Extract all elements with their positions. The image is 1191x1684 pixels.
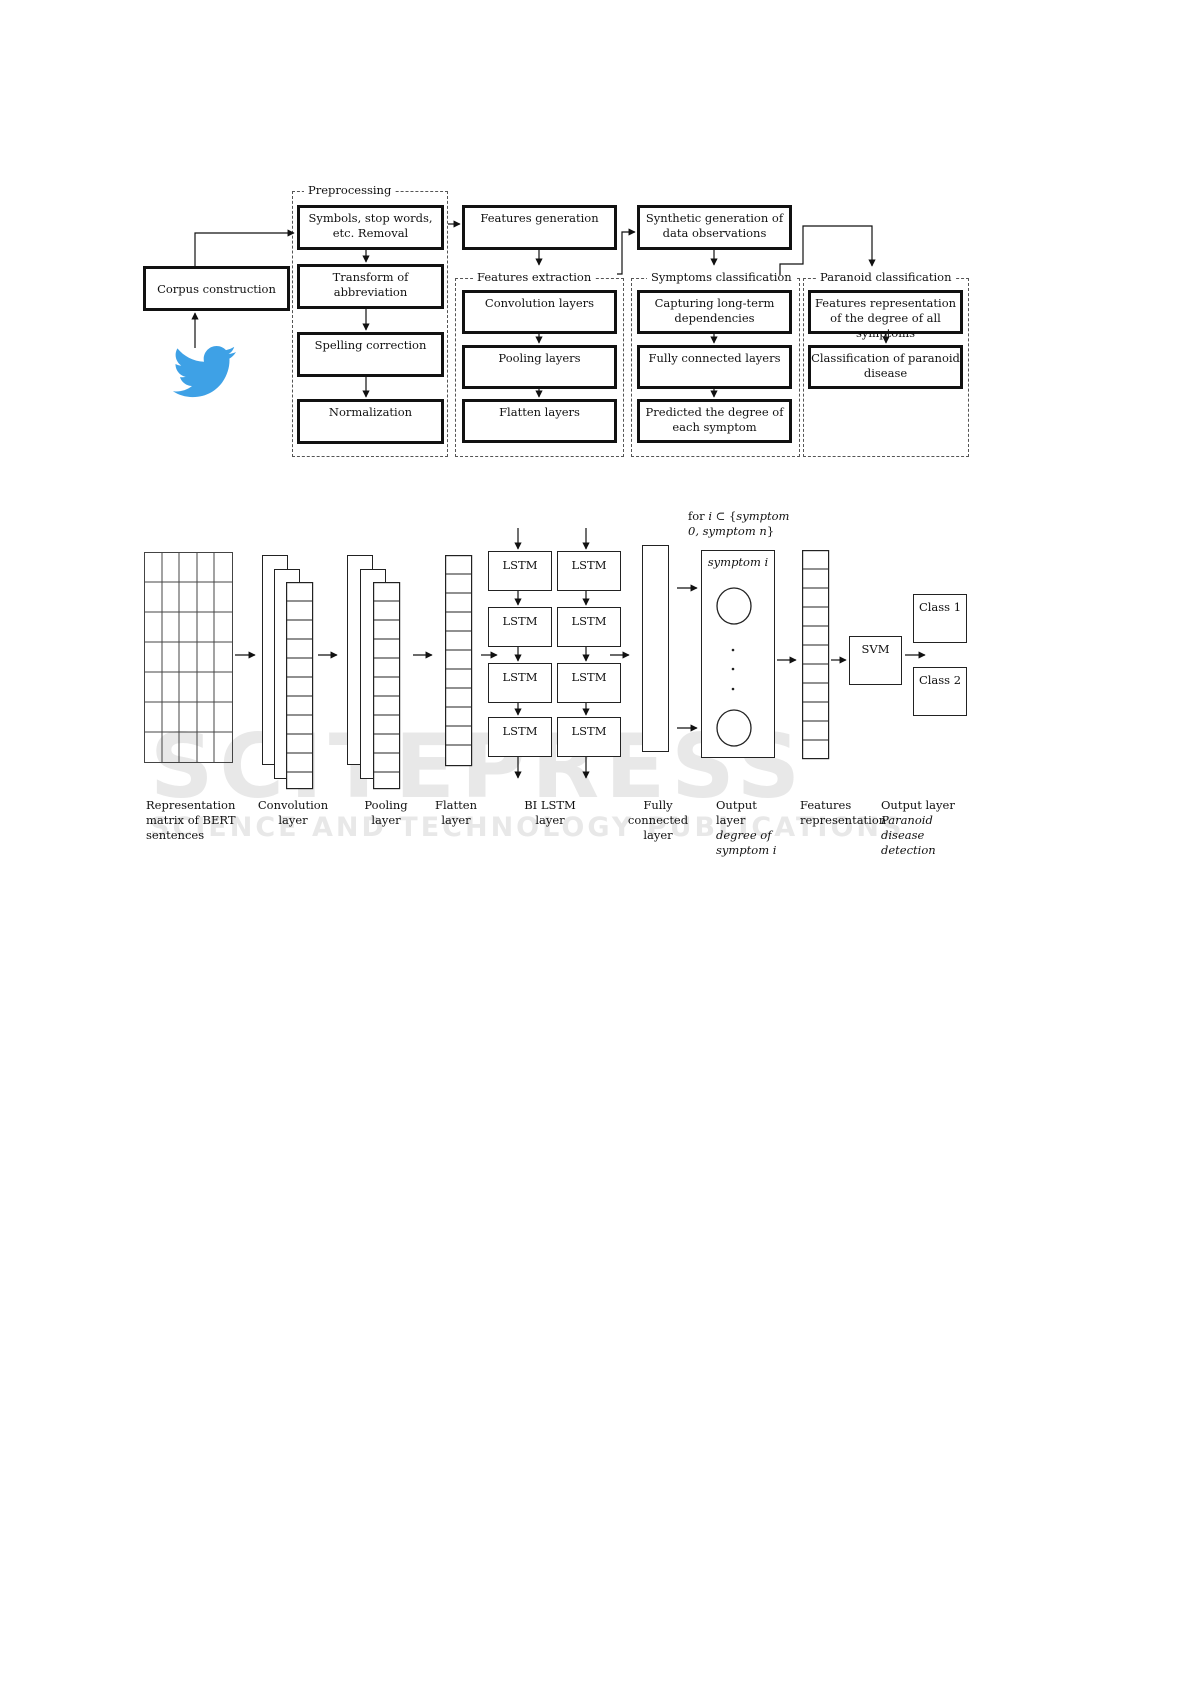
lstm-cell-forward-2: LSTM — [488, 607, 552, 647]
features-representation-vector — [802, 550, 830, 760]
symptom-box-title: symptom i — [707, 555, 769, 569]
caption-output-layer-paranoid: Output layer Paranoid disease detection — [881, 798, 955, 857]
features-extraction-title: Features extraction — [473, 270, 596, 284]
fully-connected-layer-box — [642, 545, 669, 752]
corpus-construction-label: Corpus construction — [157, 282, 276, 296]
lstm-cell-forward-1: LSTM — [488, 551, 552, 591]
flatten-vector — [445, 555, 473, 767]
predicted-degree-box: Predicted the degree of each symptom — [637, 399, 792, 443]
twitter-bird-icon — [172, 346, 236, 398]
caption-representation-matrix: Representation matrix of BERT sentences — [146, 798, 236, 842]
caption-bilstm-layer: BI LSTM layer — [524, 798, 576, 827]
preprocessing-step-removal: Symbols, stop words, etc. Removal — [297, 205, 444, 250]
preprocessing-step-normalization: Normalization — [297, 399, 444, 444]
synthetic-generation-box: Synthetic generation of data observation… — [637, 205, 792, 250]
caption-output-layer-symptom: Output layer degree of symptom i — [716, 798, 777, 857]
long-term-dependencies-box: Capturing long-term dependencies — [637, 290, 792, 334]
lstm-cell-forward-4: LSTM — [488, 717, 552, 757]
svm-box: SVM — [849, 636, 902, 685]
watermark-text: SCITEPRESS — [150, 715, 807, 818]
caption-pooling-layer: Pooling layer — [364, 798, 408, 827]
bottom-connectors — [235, 528, 926, 779]
class-1-box: Class 1 — [913, 594, 967, 643]
symptom-range-annotation: for i ⊂ {symptom 0, symptom n} — [688, 509, 790, 538]
pooling-feature-map-3 — [373, 582, 401, 790]
caption-features-representation: Features representation — [800, 798, 887, 827]
paranoid-classification-title: Paranoid classification — [816, 270, 956, 284]
top-connectors — [191, 220, 890, 398]
lstm-cell-backward-3: LSTM — [557, 663, 621, 703]
caption-flatten-layer: Flatten layer — [435, 798, 477, 827]
features-representation-box: Features representation of the degree of… — [808, 290, 963, 340]
corpus-construction-box: Corpus construction — [143, 266, 290, 311]
pooling-layers-box: Pooling layers — [462, 345, 617, 389]
classification-paranoid-box: Classification of paranoid disease — [808, 345, 963, 389]
lstm-cell-backward-1: LSTM — [557, 551, 621, 591]
symptoms-classification-title: Symptoms classification — [647, 270, 796, 284]
lstm-cell-forward-3: LSTM — [488, 663, 552, 703]
features-generation-box: Features generation — [462, 205, 617, 250]
caption-convolution-layer: Convolution layer — [257, 798, 329, 827]
preprocessing-title: Preprocessing — [304, 183, 396, 197]
preprocessing-step-spelling: Spelling correction — [297, 332, 444, 377]
lstm-cell-backward-4: LSTM — [557, 717, 621, 757]
caption-fully-connected-layer: Fully connected layer — [627, 798, 689, 842]
bert-representation-matrix — [144, 552, 233, 763]
watermark-subtext: SCIENCE AND TECHNOLOGY PUBLICATIONS — [150, 812, 905, 843]
fully-connected-layers-box: Fully connected layers — [637, 345, 792, 389]
lstm-cell-backward-2: LSTM — [557, 607, 621, 647]
class-2-box: Class 2 — [913, 667, 967, 716]
flatten-layers-box: Flatten layers — [462, 399, 617, 443]
convolution-layers-box: Convolution layers — [462, 290, 617, 334]
symptom-output-neurons — [716, 587, 752, 747]
preprocessing-step-abbreviation: Transform of abbreviation — [297, 264, 444, 309]
convolution-feature-map-3 — [286, 582, 314, 790]
